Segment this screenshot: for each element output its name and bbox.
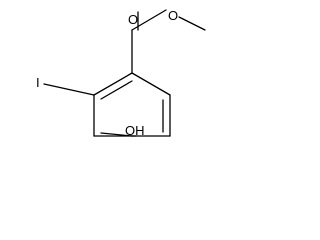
bond-ring-to-iodine: [43, 83, 95, 96]
bond-ring-inner-double-1: [100, 80, 133, 100]
bond-ester-o-to-methyl: [178, 16, 206, 31]
bond-ring-c2-c3: [131, 72, 171, 96]
carbonyl-oxygen-label: O: [128, 12, 138, 27]
iodine-label: I: [36, 75, 40, 90]
benzene-ring: [93, 72, 171, 137]
chemical-structure: I OH O O: [36, 8, 206, 138]
bond-ring-inner-double-3: [100, 132, 133, 137]
ester-oxygen-label: O: [168, 8, 178, 23]
bond-ring-c1-c2: [93, 72, 133, 96]
hydroxyl-label: OH: [125, 123, 145, 138]
